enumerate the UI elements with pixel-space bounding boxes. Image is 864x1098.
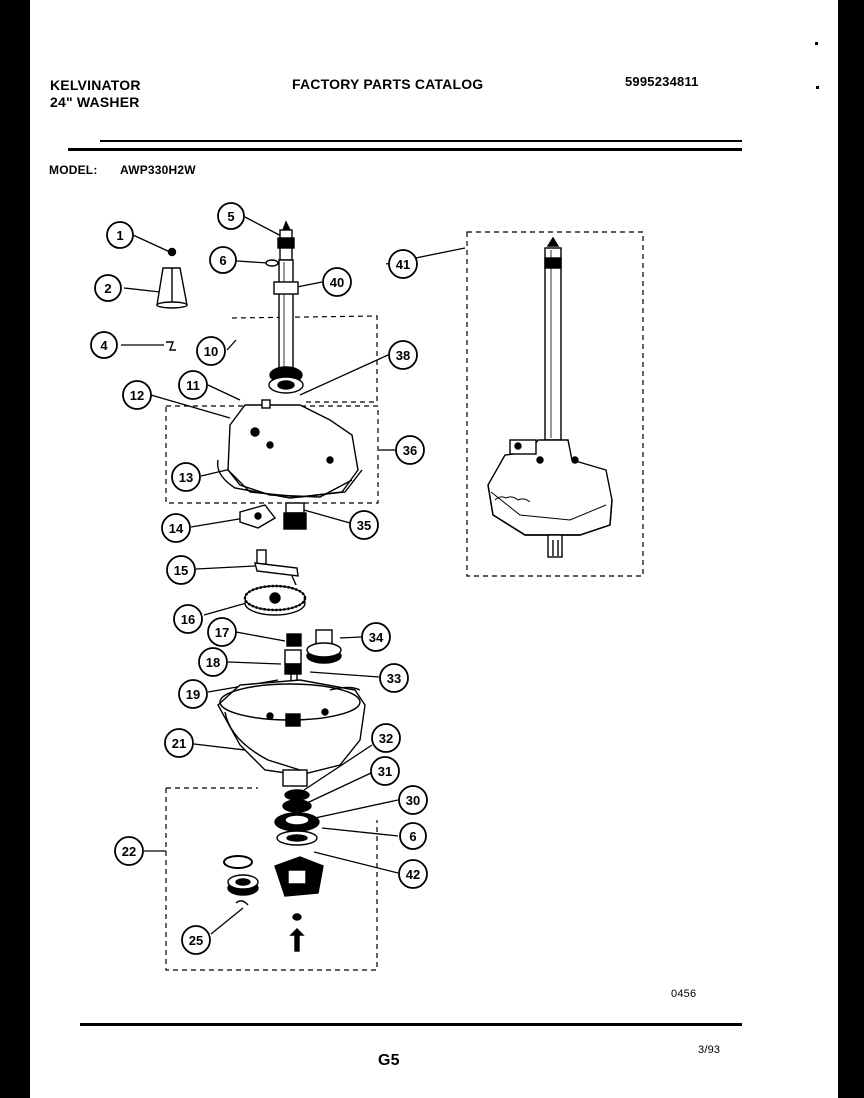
svg-text:17: 17 [215,625,229,640]
callout-38: 38 [388,340,418,370]
svg-text:14: 14 [169,521,184,536]
svg-text:11: 11 [186,378,200,393]
callout-36: 36 [395,435,425,465]
callout-bubbles: 1 2 4 5 6 40 41 10 38 11 12 36 13 14 35 … [90,202,428,955]
callout-31: 31 [370,756,400,786]
page-number: G5 [378,1052,400,1069]
callout-2: 2 [94,274,122,302]
svg-text:1: 1 [116,228,123,243]
part-36-gearcase-cover [216,399,363,499]
figure-code: 0456 [671,988,697,1000]
callout-13: 13 [171,462,201,492]
svg-text:31: 31 [378,764,392,779]
part-38-seal [268,366,304,394]
svg-text:30: 30 [406,793,420,808]
callout-17: 17 [207,617,237,647]
callout-18: 18 [198,647,228,677]
svg-text:10: 10 [204,344,218,359]
edge-mark [816,86,819,89]
callout-22: 22 [114,836,144,866]
callout-5: 5 [217,202,245,230]
box-22-main [165,788,378,971]
assembly-boxes [165,231,644,971]
callout-11: 11 [178,370,208,400]
svg-text:6: 6 [409,829,416,844]
svg-text:41: 41 [396,257,410,272]
part-1-2-4-cone [156,247,188,351]
product-name: 24" WASHER [50,94,140,110]
model-value: AWP330H2W [120,163,196,177]
callout-4: 4 [90,331,118,359]
box-10 [231,315,378,403]
svg-text:33: 33 [387,671,401,686]
callout-15: 15 [166,555,196,585]
callout-41: 41 [388,249,418,279]
box-41 [466,231,644,577]
svg-text:6: 6 [219,253,226,268]
callout-1: 1 [106,221,134,249]
svg-text:36: 36 [403,443,417,458]
svg-text:4: 4 [100,338,108,353]
part-14-35 [239,502,307,530]
callout-10: 10 [196,336,226,366]
svg-text:40: 40 [330,275,344,290]
svg-text:5: 5 [227,209,234,224]
part-41-transmission-assembled [487,236,613,558]
edge-mark [815,42,818,45]
svg-text:18: 18 [206,655,220,670]
svg-text:22: 22 [122,844,136,859]
callout-6b: 6 [399,822,427,850]
svg-text:42: 42 [406,867,420,882]
catalog-title: FACTORY PARTS CATALOG [292,76,484,92]
brand-block: KELVINATOR 24" WASHER [50,77,141,111]
svg-text:16: 16 [181,612,195,627]
svg-text:12: 12 [130,388,144,403]
header-rule-thick [68,148,742,151]
svg-text:19: 19 [186,687,200,702]
svg-text:35: 35 [357,518,371,533]
part-shaft-5-40 [265,220,299,371]
callout-34: 34 [361,622,391,652]
svg-text:13: 13 [179,470,193,485]
callout-42: 42 [398,859,428,889]
svg-text:2: 2 [104,281,111,296]
header-rule-thin [100,140,742,142]
svg-text:32: 32 [379,731,393,746]
callout-25: 25 [181,925,211,955]
svg-text:25: 25 [189,933,203,948]
svg-text:38: 38 [396,348,410,363]
callout-14: 14 [161,513,191,543]
brand-name: KELVINATOR [50,77,141,93]
svg-text:34: 34 [369,630,384,645]
part-22-bearing-stack [223,789,324,952]
box-36 [165,405,379,504]
footer-rule [80,1023,742,1026]
callout-33: 33 [379,663,409,693]
callout-6a: 6 [209,246,237,274]
part-21-gearcase-housing [217,679,366,787]
callout-40: 40 [322,267,352,297]
callout-12: 12 [122,380,152,410]
svg-text:15: 15 [174,563,188,578]
revision-date: 3/93 [698,1044,721,1056]
parts-sheet [30,0,838,1098]
catalog-number: 5995234811 [625,74,699,89]
callout-19: 19 [178,679,208,709]
callout-21: 21 [164,728,194,758]
part-15-16 [243,549,307,616]
model-label: MODEL: [49,163,98,177]
callout-30: 30 [398,785,428,815]
callout-32: 32 [371,723,401,753]
callout-35: 35 [349,510,379,540]
svg-text:21: 21 [172,736,186,751]
callout-16: 16 [173,604,203,634]
